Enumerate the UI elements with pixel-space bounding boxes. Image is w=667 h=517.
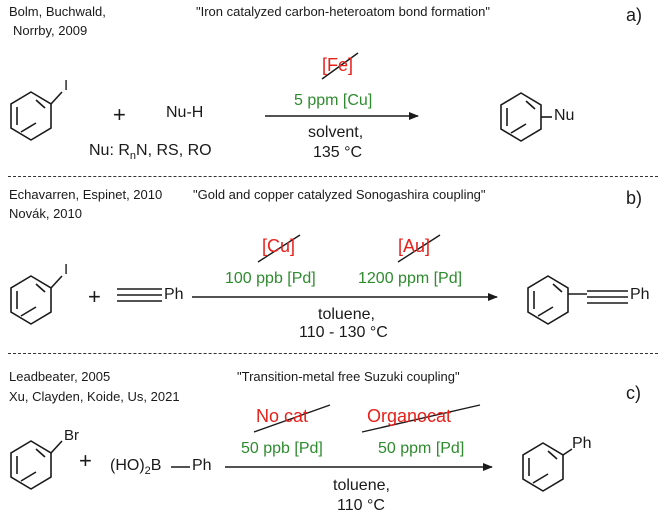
panel-title: "Gold and copper catalyzed Sonogashira c… (193, 187, 486, 202)
reference-line-2: Novák, 2010 (9, 206, 82, 221)
product-label: Ph (630, 286, 650, 303)
strike-fe (321, 52, 359, 80)
crossed-organocatalyst: Organocat (367, 406, 452, 426)
panel-letter: c) (626, 383, 641, 403)
iodobenzene-ring-b (10, 275, 63, 325)
iodobenzene-ring-a (10, 91, 63, 141)
panel-title: "Transition-metal free Suzuki coupling" (237, 369, 460, 384)
iodine-label: I (64, 261, 69, 278)
alkyne-phenyl-label: Ph (164, 286, 184, 303)
product-label: Ph (572, 435, 592, 452)
reference-line-1: Bolm, Buchwald, (9, 4, 106, 19)
boronic-phenyl-label: Ph (192, 457, 212, 474)
strike-organocat (361, 404, 481, 433)
product-ring-b (527, 275, 569, 325)
conditions-solvent: toluene, (318, 306, 375, 323)
separator-bc (8, 353, 658, 354)
conditions-solvent: toluene, (333, 477, 390, 494)
catalyst-loading-2: 1200 ppm [Pd] (358, 270, 463, 287)
reference-line-1: Echavarren, Espinet, 2010 (9, 187, 163, 202)
alkyne-triple-bond-b (117, 288, 162, 302)
conditions-temperature: 110 - 130 °C (299, 324, 388, 341)
conditions-solvent: solvent, (308, 124, 364, 141)
strike-cu (257, 234, 301, 263)
alkyne-triple-bond-product-b (568, 290, 628, 304)
nucleophile-definition: Nu: RnN, RS, RO (89, 142, 212, 162)
catalyst-loading-1: 50 ppb [Pd] (241, 440, 323, 457)
strike-au (397, 234, 441, 263)
product-ring-c (522, 442, 573, 492)
plus-sign: + (88, 284, 101, 309)
iodine-label: I (64, 77, 69, 94)
plus-sign: + (79, 448, 92, 473)
catalyst-loading: 5 ppm [Cu] (294, 92, 373, 109)
bromine-label: Br (64, 427, 79, 444)
reference-line-1: Leadbeater, 2005 (9, 369, 111, 384)
catalyst-loading-1: 100 ppb [Pd] (225, 270, 316, 287)
product-ring-a (500, 92, 552, 142)
crossed-catalyst-cu: [Cu] (262, 236, 296, 256)
nucleophile: Nu-H (166, 104, 204, 121)
bromobenzene-ring-c (10, 440, 63, 490)
conditions-temperature: 135 °C (313, 144, 363, 161)
crossed-no-catalyst: No cat (256, 406, 309, 426)
crossed-catalyst-au: [Au] (398, 236, 431, 256)
panel-letter: b) (626, 188, 643, 208)
conditions-temperature: 110 °C (337, 497, 385, 514)
boronic-acid: (HO)2B (110, 457, 162, 477)
product-label: Nu (554, 107, 575, 124)
reference-line-2: Xu, Clayden, Koide, Us, 2021 (9, 389, 180, 404)
panel-title: "Iron catalyzed carbon-heteroatom bond f… (196, 4, 490, 19)
catalyst-loading-2: 50 ppm [Pd] (378, 440, 465, 457)
reference-line-2: Norrby, 2009 (13, 23, 88, 38)
separator-ab (8, 176, 658, 177)
crossed-catalyst-fe: [Fe] (322, 55, 354, 75)
plus-sign: + (113, 102, 126, 127)
strike-no-cat (253, 404, 331, 433)
panel-letter: a) (626, 5, 643, 25)
